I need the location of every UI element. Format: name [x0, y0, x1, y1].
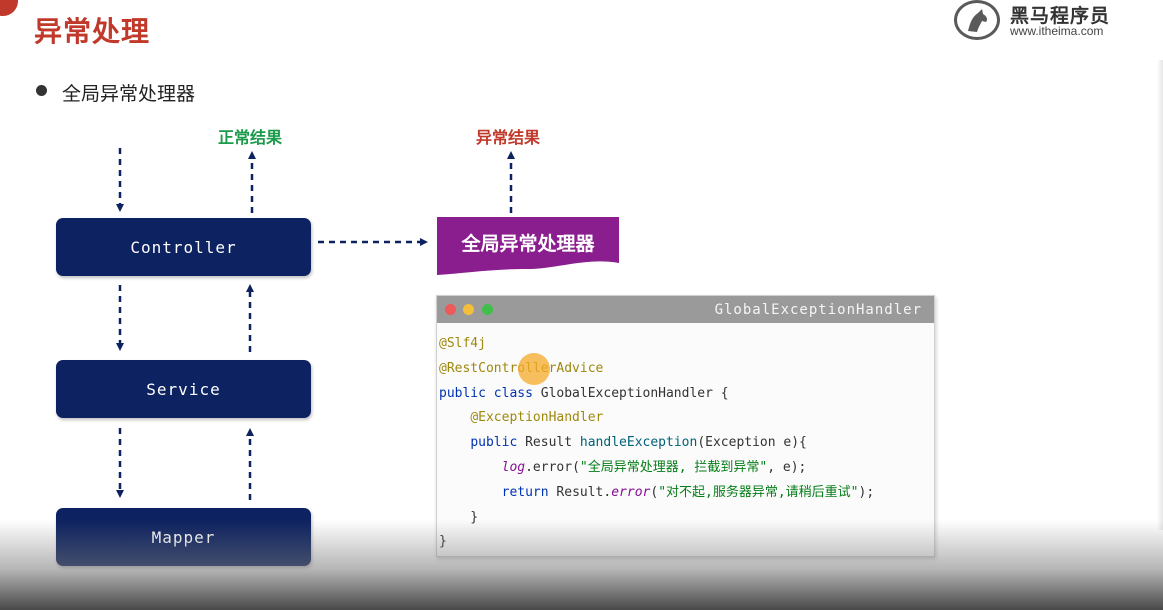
- brand-logo: 黑马程序员 www.itheima.com: [952, 0, 1152, 44]
- code-token: @ExceptionHandler: [470, 410, 604, 426]
- code-token: @Slf4j: [439, 336, 486, 351]
- code-token: log: [501, 459, 526, 475]
- handler-banner-text: 全局异常处理器: [461, 233, 595, 255]
- controller-box: Controller: [56, 218, 311, 276]
- mouse-cursor-highlight: [518, 353, 550, 385]
- code-token: (: [650, 484, 659, 500]
- code-token: error: [611, 484, 651, 500]
- horse-logo-icon: [954, 0, 1000, 40]
- mapper-box: Mapper: [56, 508, 311, 566]
- code-token: public class: [439, 385, 541, 401]
- code-token: [439, 485, 502, 500]
- code-token: GlobalExceptionHandler {: [540, 385, 729, 401]
- window-title: GlobalExceptionHandler: [714, 302, 922, 318]
- scrollbar[interactable]: [1157, 60, 1163, 530]
- bullet-text: 全局异常处理器: [62, 83, 196, 105]
- code-line: public Result handleException(Exception …: [439, 431, 874, 456]
- exception-result-label: 异常结果: [476, 128, 541, 147]
- window-title-bar: GlobalExceptionHandler: [437, 296, 934, 323]
- normal-result-label: 正常结果: [218, 128, 283, 147]
- minimize-dot-icon: [463, 304, 474, 315]
- code-token: }: [439, 509, 479, 525]
- code-token: .error(: [525, 459, 580, 475]
- code-line: @RestControllerAdvice: [439, 357, 874, 382]
- code-line: return Result.error("对不起,服务器异常,请稍后重试");: [439, 481, 875, 506]
- service-box: Service: [56, 360, 311, 418]
- maximize-dot-icon: [482, 304, 493, 315]
- code-line: public class GlobalExceptionHandler {: [439, 382, 874, 407]
- code-token: }: [439, 534, 447, 550]
- code-token: Result.: [556, 484, 612, 500]
- code-token: [439, 410, 470, 425]
- code-token: handleException: [579, 435, 698, 451]
- code-token: (Exception e){: [697, 435, 807, 451]
- bullet-icon: [36, 85, 47, 96]
- code-line: @Slf4j: [439, 332, 874, 357]
- code-token: return: [501, 484, 557, 500]
- code-token: [439, 460, 502, 475]
- code-token: , e);: [767, 459, 807, 475]
- code-token: "全局异常处理器, 拦截到异常": [579, 459, 768, 475]
- code-block: @Slf4j @RestControllerAdvicepublic class …: [439, 332, 874, 555]
- code-token: );: [858, 484, 875, 500]
- brand-name: 黑马程序员: [1010, 5, 1111, 27]
- code-line: log.error("全局异常处理器, 拦截到异常", e);: [439, 456, 874, 481]
- code-token: [439, 435, 470, 450]
- code-token: Result: [525, 435, 580, 451]
- global-exception-handler-banner: 全局异常处理器: [437, 217, 619, 277]
- page-title: 异常处理: [34, 15, 151, 48]
- code-token: public: [470, 435, 526, 451]
- code-line: @ExceptionHandler: [439, 406, 874, 431]
- code-line: }: [439, 506, 874, 531]
- close-dot-icon: [445, 304, 456, 315]
- code-token: "对不起,服务器异常,请稍后重试": [658, 484, 859, 500]
- code-line: }: [439, 530, 874, 555]
- brand-url: www.itheima.com: [1010, 24, 1104, 38]
- code-window: GlobalExceptionHandler @Slf4j @RestContro…: [436, 295, 935, 557]
